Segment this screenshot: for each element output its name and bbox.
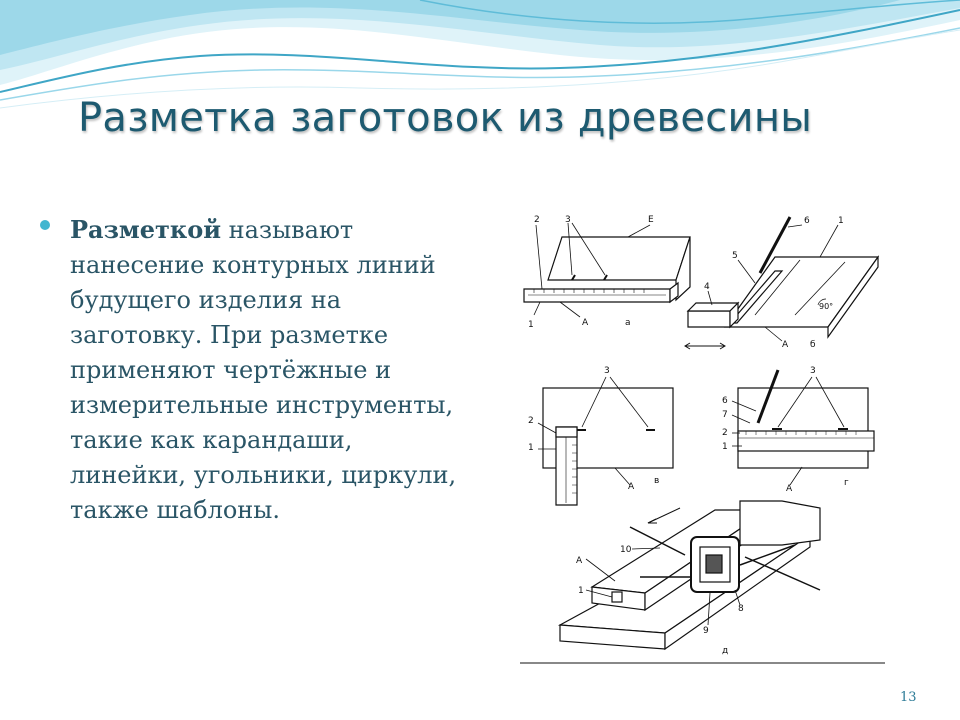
panel-e-label-10: 10 xyxy=(620,545,632,555)
panel-a-label-a: А xyxy=(582,318,589,328)
panel-b-label-6: 6 xyxy=(804,216,810,226)
panel-c-label-1: 1 xyxy=(528,443,534,453)
slide-title: Разметка заготовок из древесины xyxy=(78,95,813,141)
panel-b-label-5: 5 xyxy=(732,251,738,261)
panel-a-label-3: 3 xyxy=(565,215,571,225)
bullet-item: Разметкой называют нанесение контурных л… xyxy=(40,212,470,528)
panel-b-letter: б xyxy=(810,340,816,350)
marking-illustration: 2 3 Е 1 А а 6 1 5 4 А 90° б xyxy=(520,215,885,664)
header-waves xyxy=(0,0,960,109)
page-number: 13 xyxy=(900,690,917,705)
panel-a-label-2: 2 xyxy=(534,215,540,225)
panel-b-label-a: А xyxy=(782,340,789,350)
panel-d-letter: г xyxy=(844,478,849,488)
panel-d-label-7: 7 xyxy=(722,410,728,420)
panel-e-label-a: А xyxy=(576,556,583,566)
bullet-dot-icon xyxy=(40,220,50,230)
panel-d-drawing xyxy=(731,369,875,486)
panel-d-label-2: 2 xyxy=(722,428,728,438)
panel-b-label-angle: 90° xyxy=(819,302,833,311)
panel-d-label-6: 6 xyxy=(722,396,728,406)
panel-e-letter: д xyxy=(722,646,728,656)
panel-c-label-2: 2 xyxy=(528,416,534,426)
bullet-text: Разметкой называют нанесение контурных л… xyxy=(70,212,470,528)
panel-b-drawing xyxy=(684,216,880,350)
bullet-body: называют нанесение контурных линий будущ… xyxy=(70,216,457,524)
panel-e-label-8: 8 xyxy=(738,604,744,614)
panel-b-label-1: 1 xyxy=(838,216,844,226)
panel-a-drawing xyxy=(523,222,691,318)
panel-a-label-e: Е xyxy=(648,215,654,225)
panel-d-label-1: 1 xyxy=(722,442,728,452)
panel-c-drawing xyxy=(537,376,674,506)
panel-a-letter: а xyxy=(625,318,631,328)
panel-d-label-3: 3 xyxy=(810,366,816,376)
panel-e-drawing xyxy=(520,500,885,664)
panel-d-label-a: А xyxy=(786,484,793,494)
panel-e-label-1: 1 xyxy=(578,586,584,596)
panel-c-label-3: 3 xyxy=(604,366,610,376)
panel-e-label-9: 9 xyxy=(703,626,709,636)
bullet-lead-term: Разметкой xyxy=(70,215,222,244)
panel-b-label-4: 4 xyxy=(704,282,710,292)
panel-a-label-1: 1 xyxy=(528,320,534,330)
panel-c-label-a: А xyxy=(628,482,635,492)
panel-c-letter: в xyxy=(654,476,659,486)
